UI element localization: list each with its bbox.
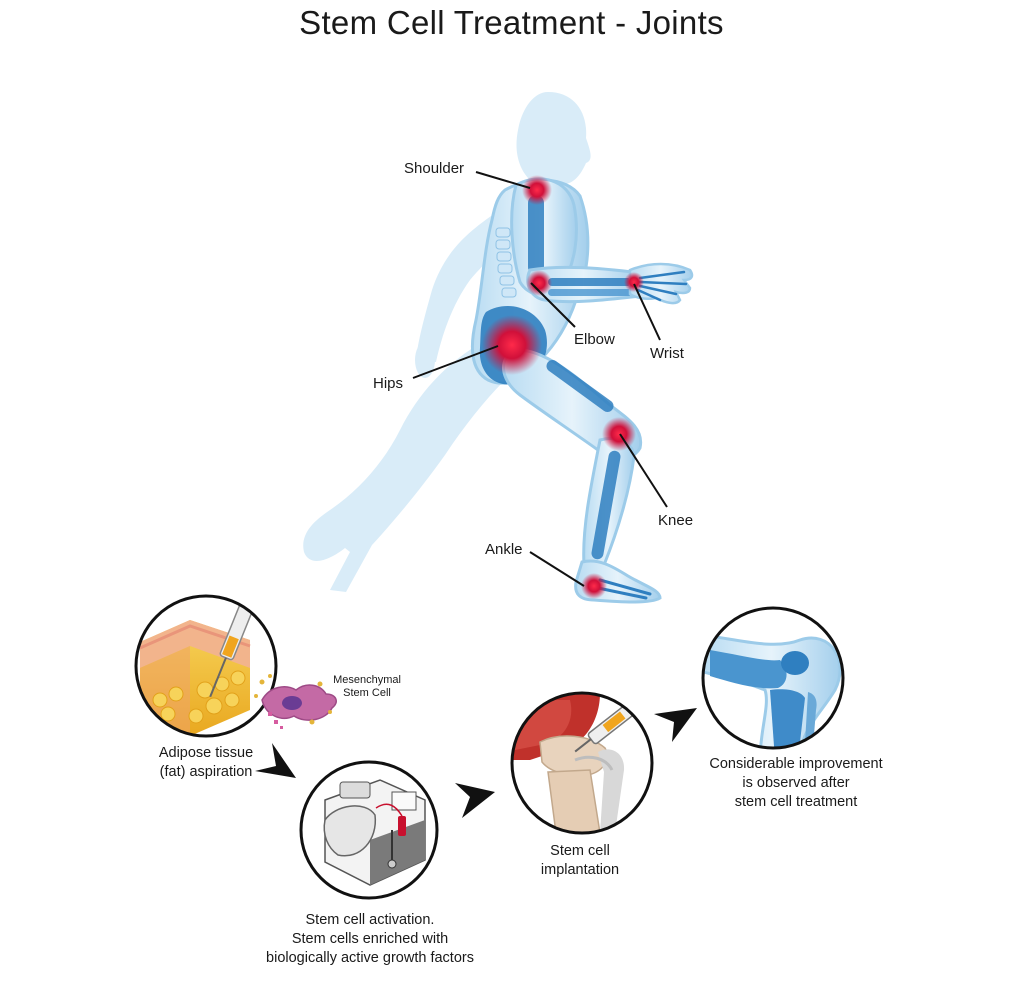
aspiration-illustration (134, 594, 337, 738)
inflammation-spots (482, 175, 644, 599)
label-wrist: Wrist (650, 345, 684, 362)
flow-arrows (255, 708, 697, 818)
label-hips: Hips (373, 375, 404, 392)
arrow-step3-to-step4 (654, 708, 697, 742)
label-shoulder: Shoulder (404, 160, 465, 177)
page-title: Stem Cell Treatment - Joints (299, 4, 724, 41)
activation-device-illustration (299, 760, 439, 900)
joint-leader-lines (412, 171, 668, 587)
arrow-step1-to-step2 (255, 743, 296, 778)
human-figure (303, 92, 694, 604)
label-knee: Knee (658, 512, 694, 529)
caption-activation: Stem cell activation.Stem cells enriched… (266, 912, 474, 966)
healthy-knee-illustration (701, 606, 845, 750)
arrow-step2-to-step3 (455, 783, 495, 818)
caption-aspiration: Adipose tissue(fat) aspiration (158, 745, 254, 780)
implantation-illustration (510, 691, 654, 835)
background-limbs (303, 210, 512, 592)
label-ankle: Ankle (485, 541, 523, 558)
label-elbow: Elbow (574, 331, 615, 348)
